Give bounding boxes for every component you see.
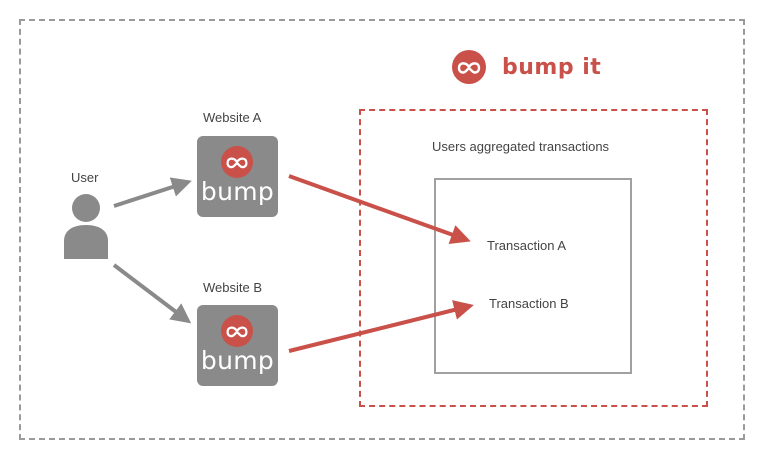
bump-heart-logo-icon (221, 146, 253, 178)
brand-name: bump it (502, 54, 602, 80)
aggregation-title: Users aggregated transactions (432, 139, 610, 154)
bump-it-zone (359, 109, 708, 407)
user-label: User (71, 170, 99, 185)
bump-heart-logo-icon (452, 50, 486, 84)
website-a-tile-text: bump (200, 177, 275, 206)
website-b-tile-text: bump (200, 346, 275, 375)
arrow-user-to-website-a (113, 177, 192, 208)
bump-heart-logo-icon (221, 315, 253, 347)
transaction-a-label: Transaction A (487, 238, 567, 253)
transaction-b-label: Transaction B (489, 296, 569, 311)
user-silhouette-icon (64, 194, 108, 259)
brand-header: bump it (452, 50, 601, 84)
arrow-user-to-website-b (112, 263, 192, 324)
arrow-website-b-to-transaction-b (288, 300, 474, 353)
website-a-label: Website A (203, 110, 262, 125)
website-b-label: Website B (203, 280, 263, 295)
outer-frame (19, 19, 745, 440)
website-b-tile: bump (197, 305, 278, 386)
arrow-website-a-to-transaction-a (288, 174, 471, 244)
website-a-tile: bump (197, 136, 278, 217)
transactions-box (434, 178, 632, 374)
